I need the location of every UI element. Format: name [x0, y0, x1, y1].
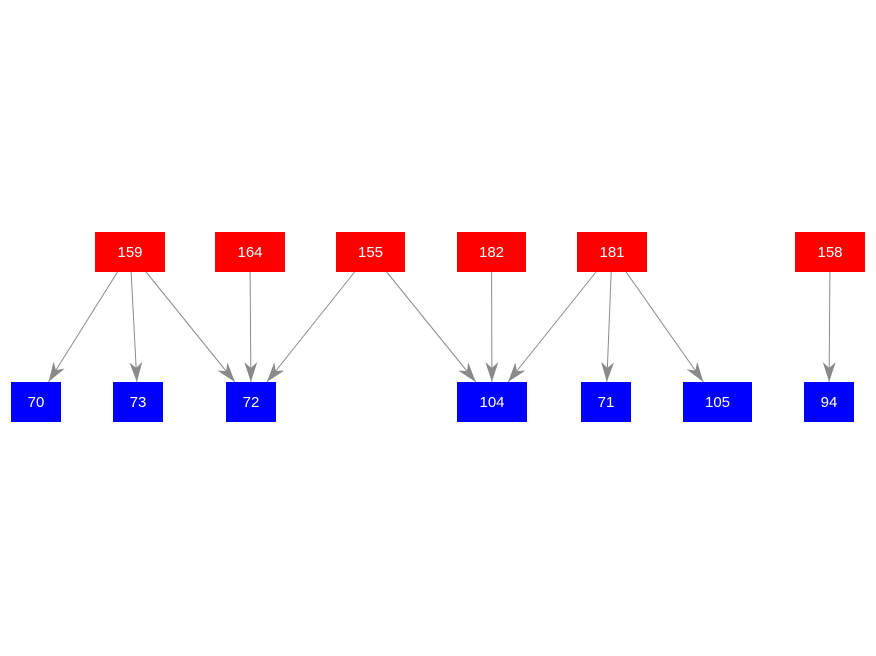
node-label: 73: [129, 393, 147, 411]
node-label: 105: [704, 393, 731, 411]
edge-181-105: [625, 271, 704, 383]
node-158: 158: [795, 232, 865, 272]
node-label: 155: [357, 243, 384, 261]
node-105: 105: [683, 382, 752, 422]
node-label: 181: [599, 243, 625, 261]
edge-155-104: [386, 271, 477, 383]
node-label: 94: [820, 393, 838, 411]
node-label: 104: [479, 393, 505, 411]
node-label: 158: [817, 243, 843, 261]
node-label: 70: [27, 393, 45, 411]
node-label: 159: [117, 243, 143, 261]
node-155: 155: [336, 232, 405, 272]
edge-158-94: [822, 271, 836, 383]
node-70: 70: [11, 382, 61, 422]
node-72: 72: [226, 382, 276, 422]
node-181: 181: [577, 232, 647, 272]
node-164: 164: [215, 232, 285, 272]
node-label: 72: [242, 393, 260, 411]
node-71: 71: [581, 382, 631, 422]
node-label: 71: [597, 393, 615, 411]
edge-159-72: [145, 271, 236, 383]
node-label: 164: [237, 243, 263, 261]
edge-181-104: [507, 271, 597, 383]
node-label: 182: [478, 243, 505, 261]
node-159: 159: [95, 232, 165, 272]
edge-155-72: [266, 271, 355, 383]
node-182: 182: [457, 232, 526, 272]
edge-159-73: [129, 271, 143, 383]
node-73: 73: [113, 382, 163, 422]
node-94: 94: [804, 382, 854, 422]
edge-159-70: [48, 271, 118, 383]
edge-181-71: [601, 271, 615, 383]
edge-164-72: [244, 271, 258, 383]
node-104: 104: [457, 382, 527, 422]
